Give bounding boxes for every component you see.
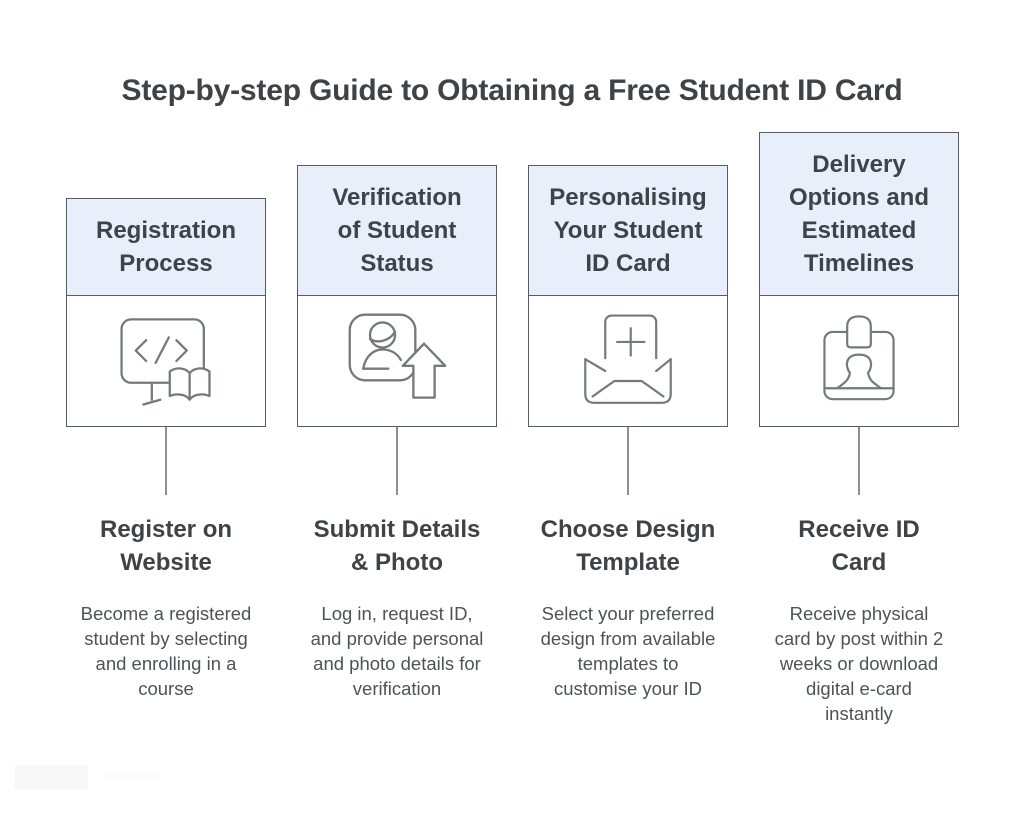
connector-line xyxy=(858,427,860,495)
step-card: Verification of Student Status xyxy=(297,165,497,427)
step-card: Delivery Options and Estimated Timelines xyxy=(759,132,959,427)
step-card-header-label: Registration Process xyxy=(95,217,236,277)
step-subtitle: Choose Design Template xyxy=(540,516,716,576)
step-card: Personalising Your Student ID Card xyxy=(528,165,728,427)
step-subtitle: Submit Details & Photo xyxy=(313,516,481,576)
step-card-header: Registration Process xyxy=(67,199,265,296)
step-description: Receive physical card by post within 2 w… xyxy=(774,603,944,724)
id-badge-icon xyxy=(823,315,895,401)
step-description: Log in, request ID, and provide personal… xyxy=(310,603,484,699)
step-card-icon-area xyxy=(760,296,958,426)
step-card-header-label: Personalising Your Student ID Card xyxy=(549,184,707,277)
step-card-header: Personalising Your Student ID Card xyxy=(529,166,727,296)
connector-line xyxy=(165,427,167,495)
step-subtitle: Receive ID Card xyxy=(798,516,920,576)
step-description: Select your preferred design from availa… xyxy=(540,603,716,699)
step-column-delivery: Delivery Options and Estimated Timelines… xyxy=(759,0,959,826)
step-description: Become a registered student by selecting… xyxy=(80,603,252,699)
connector-line xyxy=(627,427,629,495)
monitor-code-book-icon xyxy=(120,318,211,406)
step-card-header: Verification of Student Status xyxy=(298,166,496,296)
connector-line xyxy=(396,427,398,495)
step-subtitle: Register on Website xyxy=(99,516,233,576)
watermark-remnant xyxy=(103,772,160,779)
step-card-icon-area xyxy=(529,296,727,426)
step-column-personalising: Personalising Your Student ID Card Choos… xyxy=(528,0,728,826)
step-card-header-label: Verification of Student Status xyxy=(332,184,462,277)
page-title: Step-by-step Guide to Obtaining a Free S… xyxy=(121,74,903,107)
envelope-card-plus-icon xyxy=(584,314,672,404)
watermark-remnant xyxy=(15,765,88,790)
step-column-registration: Registration Process Register on Website… xyxy=(66,0,266,826)
step-card-icon-area xyxy=(298,296,496,426)
student-upload-icon xyxy=(348,313,447,399)
step-card-header-label: Delivery Options and Estimated Timelines xyxy=(789,151,929,277)
step-card-header: Delivery Options and Estimated Timelines xyxy=(760,133,958,296)
step-card: Registration Process xyxy=(66,198,266,427)
step-column-verification: Verification of Student Status Submit De… xyxy=(297,0,497,826)
step-card-icon-area xyxy=(67,296,265,426)
